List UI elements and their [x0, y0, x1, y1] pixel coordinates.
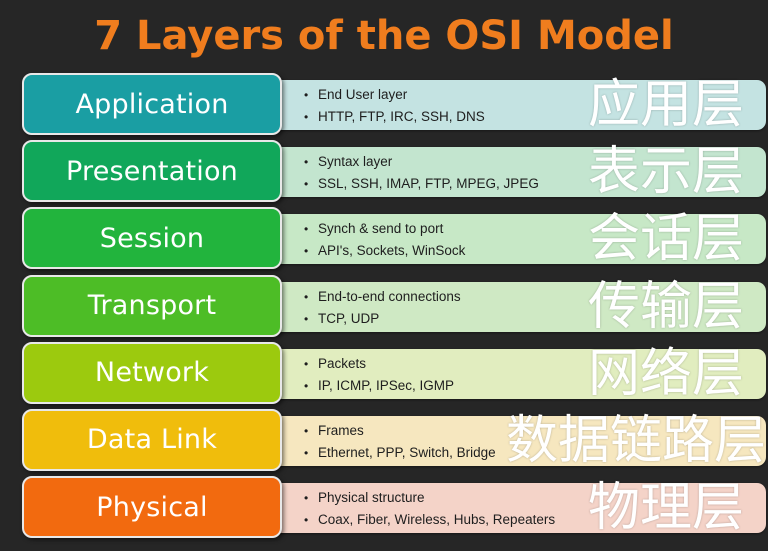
- diagram-title: 7 Layers of the OSI Model: [94, 13, 674, 59]
- bullet-text: Frames: [318, 422, 364, 438]
- bullet-text: HTTP, FTP, IRC, SSH, DNS: [318, 109, 485, 124]
- bullet-icon: •: [304, 378, 309, 393]
- bullet-icon: •: [304, 177, 309, 192]
- layer-bullets: • End User layer • HTTP, FTP, IRC, SSH, DN…: [304, 84, 485, 128]
- layer-detail-panel: [252, 415, 766, 466]
- layer-row-application: Application • End User layer • HTTP, FTP, …: [22, 73, 766, 135]
- layer-detail-panel: [252, 483, 766, 534]
- layer-row-network: Network •Packets •IP, ICMP, IPSec, IGMP …: [22, 341, 766, 404]
- bullet-icon: •: [304, 222, 309, 237]
- layer-chinese-label: 传输层: [587, 276, 744, 337]
- bullet-icon: •: [304, 110, 309, 124]
- layer-badge-application: Application: [22, 73, 282, 135]
- layer-chinese-label: 应用层: [587, 75, 744, 135]
- bullet-icon: •: [304, 311, 309, 326]
- bullet-item: • TCP, UDP: [304, 308, 461, 330]
- bullet-icon: •: [304, 289, 309, 304]
- layer-bullets: • Physical structure • Coax, Fiber, Wirele…: [304, 487, 555, 531]
- layer-badge-transport: Transport: [22, 274, 282, 337]
- bullet-text: API's, Sockets, WinSock: [318, 243, 466, 259]
- layer-name: Presentation: [66, 155, 238, 187]
- bullet-item: • End User layer: [304, 84, 485, 106]
- layer-detail-panel: [252, 147, 766, 198]
- layer-row-transport: Transport • End-to-end connections • TCP, …: [22, 274, 766, 337]
- bullet-item: • API's, Sockets, WinSock: [304, 240, 465, 262]
- layer-name: Physical: [96, 491, 208, 523]
- layer-name: Transport: [87, 290, 217, 322]
- bullet-icon: •: [304, 244, 309, 259]
- layer-detail-panel: [252, 214, 766, 265]
- layer-chinese-label: 会话层: [587, 209, 744, 270]
- layer-bullets: • Syntax layer • SSL, SSH, IMAP, FTP, MPEG…: [304, 151, 539, 195]
- layer-detail-panel: [252, 80, 766, 130]
- bullet-text: IP, ICMP, IPSec, IGMP: [318, 377, 455, 393]
- bullet-text: Synch & send to port: [318, 221, 444, 237]
- layer-detail-panel: [252, 281, 766, 332]
- layer-badge-network: Network: [22, 341, 282, 404]
- layer-name: Application: [75, 88, 229, 120]
- bullet-text: TCP, UDP: [318, 310, 380, 326]
- bullet-text: Physical structure: [318, 490, 425, 506]
- bullet-item: • Synch & send to port: [304, 218, 465, 240]
- bullet-text: Syntax layer: [318, 154, 393, 170]
- layer-chinese-label: 物理层: [587, 478, 744, 539]
- layer-badge-data-link: Data Link: [22, 408, 282, 471]
- layer-row-session: Session • Synch & send to port • API's, So…: [22, 207, 766, 270]
- bullet-item: • Packets: [304, 353, 454, 375]
- layer-chinese-label: 数据链路层: [505, 410, 766, 471]
- bullet-text: Packets: [318, 355, 367, 371]
- bullet-icon: •: [304, 423, 309, 438]
- layer-bullets: • Packets • IP, ICMP, IPSec, IGMP: [304, 353, 454, 397]
- layer-name: Data Link: [86, 424, 218, 456]
- layer-detail-panel: [252, 348, 766, 399]
- layer-bullets: • End-to-end connections • TCP, UDP: [304, 286, 461, 330]
- bullet-item: • Syntax layer: [304, 151, 539, 173]
- layer-badge-presentation: Presentation: [22, 140, 282, 203]
- bullet-text: Coax, Fiber, Wireless, Hubs, Repeaters: [318, 512, 556, 528]
- osi-layer-list: Application • End User layer • HTTP, FTP, …: [22, 73, 766, 543]
- bullet-item: • HTTP, FTP, IRC, SSH, DNS: [304, 106, 485, 128]
- bullet-text: End-to-end connections: [318, 288, 461, 304]
- bullet-item: • Coax, Fiber, Wireless, Hubs, Repeaters: [304, 509, 555, 531]
- bullet-item: • Physical structure: [304, 487, 555, 509]
- layer-bullets: • Synch & send to port • API's, Sockets, W…: [304, 218, 465, 262]
- bullet-icon: •: [304, 491, 309, 506]
- layer-chinese-label: 表示层: [587, 142, 744, 203]
- bullet-item: • End-to-end connections: [304, 286, 461, 308]
- bullet-icon: •: [304, 513, 309, 528]
- layer-row-presentation: Presentation • Syntax layer • SSL, SSH, IM…: [22, 140, 766, 203]
- bullet-item: • Frames: [304, 420, 496, 442]
- layer-row-data-link: Data Link • Frames • Ethernet, PPP, Switch…: [22, 408, 766, 471]
- bullet-item: • SSL, SSH, IMAP, FTP, MPEG, JPEG: [304, 173, 539, 195]
- layer-name: Session: [99, 222, 205, 254]
- bullet-text: SSL, SSH, IMAP, FTP, MPEG, JPEG: [318, 176, 539, 192]
- layer-name: Network: [94, 357, 210, 389]
- bullet-text: End User layer: [318, 87, 408, 102]
- layer-bullets: • Frames • Ethernet, PPP, Switch, Bridge: [304, 420, 496, 464]
- bullet-icon: •: [304, 155, 309, 170]
- bullet-icon: •: [304, 445, 309, 460]
- bullet-item: • IP, ICMP, IPSec, IGMP: [304, 375, 454, 397]
- layer-chinese-label: 网络层: [587, 343, 744, 404]
- bullet-icon: •: [304, 356, 309, 371]
- bullet-icon: •: [304, 88, 309, 102]
- layer-badge-physical: Physical: [22, 476, 282, 539]
- bullet-item: • Ethernet, PPP, Switch, Bridge: [304, 442, 496, 464]
- layer-badge-session: Session: [22, 207, 282, 270]
- bullet-text: Ethernet, PPP, Switch, Bridge: [318, 444, 496, 460]
- layer-row-physical: Physical • Physical structure • Coax, Fibe…: [22, 476, 766, 539]
